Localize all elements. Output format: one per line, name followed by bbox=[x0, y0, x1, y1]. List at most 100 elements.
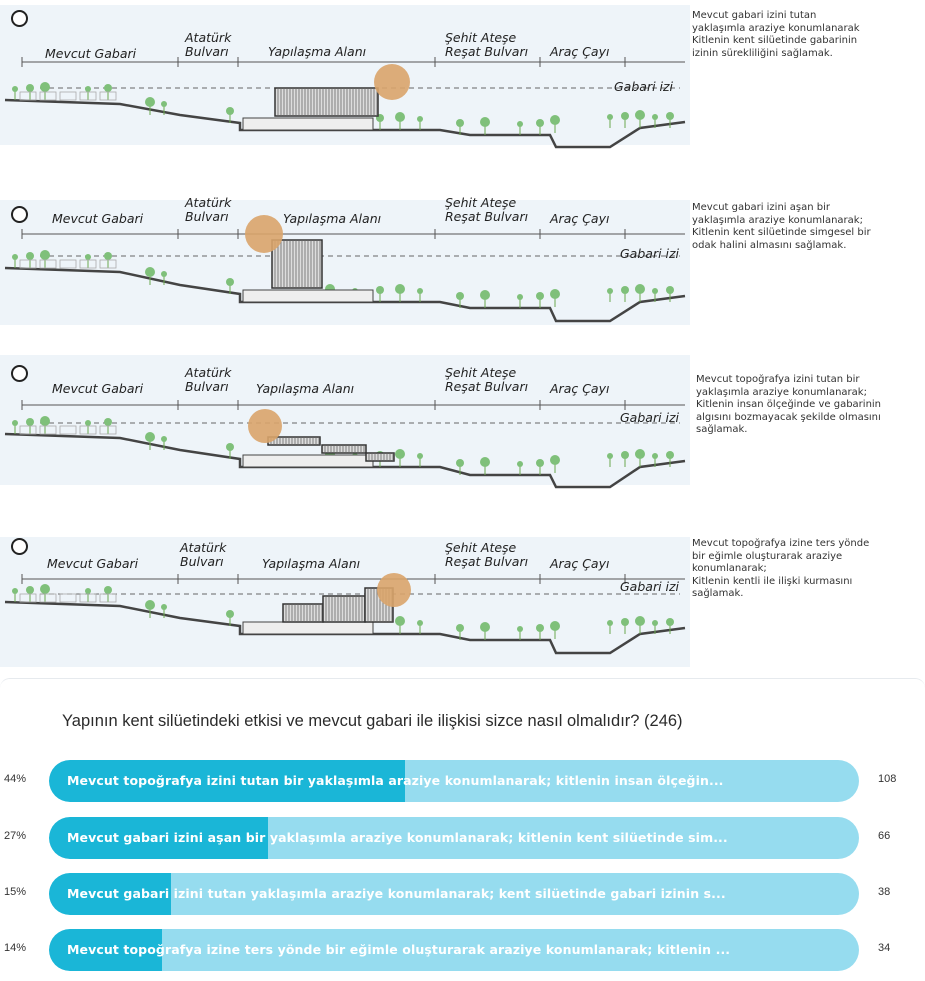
poll-option-percent: 27% bbox=[4, 830, 27, 842]
tree bbox=[456, 624, 464, 632]
tree bbox=[666, 112, 674, 120]
podium bbox=[242, 117, 374, 131]
poll-option-percent: 14% bbox=[4, 942, 27, 954]
tree bbox=[456, 119, 464, 127]
house bbox=[59, 259, 77, 269]
podium bbox=[242, 289, 374, 303]
radio-option-4[interactable] bbox=[11, 538, 28, 555]
tree bbox=[607, 114, 613, 120]
poll-option-bar[interactable]: Mevcut gabari izini tutan yaklaşımla ara… bbox=[49, 873, 859, 915]
tree bbox=[26, 418, 34, 426]
tree bbox=[85, 254, 91, 260]
tree bbox=[666, 286, 674, 294]
section-drawing bbox=[0, 537, 690, 667]
tree bbox=[550, 621, 560, 631]
poll-option-bar[interactable]: Mevcut topoğrafya izini tutan bir yaklaş… bbox=[49, 760, 859, 802]
house bbox=[79, 91, 97, 101]
tree bbox=[145, 432, 155, 442]
tree bbox=[395, 449, 405, 459]
tree bbox=[607, 288, 613, 294]
tree bbox=[607, 620, 613, 626]
tree bbox=[40, 584, 50, 594]
poll-option-row[interactable]: 44% Mevcut topoğrafya izini tutan bir ya… bbox=[0, 760, 925, 802]
tree bbox=[635, 284, 645, 294]
house bbox=[19, 259, 37, 269]
radio-option-1[interactable] bbox=[11, 10, 28, 27]
house bbox=[99, 425, 117, 435]
tree bbox=[635, 110, 645, 120]
label-ataturk-bulvari: Atatürk Bulvarı bbox=[185, 195, 232, 224]
section-option-4: Mevcut Gabari Atatürk Bulvarı Yapılaşma … bbox=[0, 522, 925, 682]
label-gabari-izi: Gabari izi bbox=[620, 410, 680, 425]
tree bbox=[550, 455, 560, 465]
label-yapilasma-alani: Yapılaşma Alanı bbox=[268, 44, 367, 59]
building-mass bbox=[365, 452, 395, 462]
house bbox=[99, 259, 117, 269]
house bbox=[99, 91, 117, 101]
tree bbox=[145, 97, 155, 107]
tree bbox=[550, 289, 560, 299]
tree bbox=[161, 604, 167, 610]
poll-option-count: 38 bbox=[878, 886, 891, 898]
tree bbox=[517, 294, 523, 300]
tree bbox=[550, 115, 560, 125]
label-mevcut-gabari: Mevcut Gabari bbox=[47, 556, 139, 571]
tree bbox=[652, 288, 658, 294]
tree bbox=[85, 86, 91, 92]
house bbox=[19, 91, 37, 101]
section-drawing bbox=[0, 200, 690, 325]
poll-option-row[interactable]: 27% Mevcut gabari izini aşan bir yaklaşı… bbox=[0, 817, 925, 859]
tree bbox=[456, 459, 464, 467]
tree bbox=[12, 254, 18, 260]
tree bbox=[536, 119, 544, 127]
tree bbox=[145, 267, 155, 277]
poll-option-fill bbox=[49, 817, 268, 859]
house bbox=[59, 425, 77, 435]
house bbox=[19, 593, 37, 603]
building-mass bbox=[274, 87, 379, 117]
poll-option-bar[interactable]: Mevcut topoğrafya izine ters yönde bir e… bbox=[49, 929, 859, 971]
tree bbox=[536, 459, 544, 467]
tree bbox=[161, 436, 167, 442]
poll-option-fill bbox=[49, 873, 171, 915]
tree bbox=[652, 453, 658, 459]
tree bbox=[161, 101, 167, 107]
house bbox=[99, 593, 117, 603]
tree bbox=[395, 616, 405, 626]
tree bbox=[480, 622, 490, 632]
tree bbox=[395, 284, 405, 294]
poll-option-row[interactable]: 14% Mevcut topoğrafya izine ters yönde b… bbox=[0, 929, 925, 971]
ground-profile bbox=[4, 432, 686, 489]
tree bbox=[226, 443, 234, 451]
tree bbox=[652, 114, 658, 120]
label-sehit-atese: Şehit Ateşe Reşat Bulvarı bbox=[445, 30, 529, 59]
tree bbox=[417, 288, 423, 294]
house bbox=[19, 425, 37, 435]
tree bbox=[104, 586, 112, 594]
radio-option-2[interactable] bbox=[11, 206, 28, 223]
tree bbox=[161, 271, 167, 277]
poll-option-row[interactable]: 15% Mevcut gabari izini tutan yaklaşımla… bbox=[0, 873, 925, 915]
poll-option-text: Mevcut gabari izini tutan yaklaşımla ara… bbox=[67, 886, 726, 901]
section-option-2: Mevcut Gabari Atatürk Bulvarı Yapılaşma … bbox=[0, 190, 925, 350]
tree bbox=[85, 588, 91, 594]
section-drawing bbox=[0, 5, 690, 149]
tree bbox=[40, 416, 50, 426]
house bbox=[59, 91, 77, 101]
tree bbox=[417, 620, 423, 626]
tree bbox=[480, 457, 490, 467]
tree bbox=[621, 451, 629, 459]
poll-option-percent: 44% bbox=[4, 773, 27, 785]
tree bbox=[26, 586, 34, 594]
tree bbox=[376, 286, 384, 294]
radio-option-3[interactable] bbox=[11, 365, 28, 382]
label-yapilasma-alani: Yapılaşma Alanı bbox=[283, 211, 382, 226]
tree bbox=[480, 117, 490, 127]
tree bbox=[417, 453, 423, 459]
label-gabari-izi: Gabari izi bbox=[620, 579, 680, 594]
house bbox=[39, 425, 57, 435]
building-mass bbox=[321, 444, 367, 454]
label-sehit-atese: Şehit Ateşe Reşat Bulvarı bbox=[445, 365, 529, 394]
poll-option-bar[interactable]: Mevcut gabari izini aşan bir yaklaşımla … bbox=[49, 817, 859, 859]
house bbox=[39, 259, 57, 269]
